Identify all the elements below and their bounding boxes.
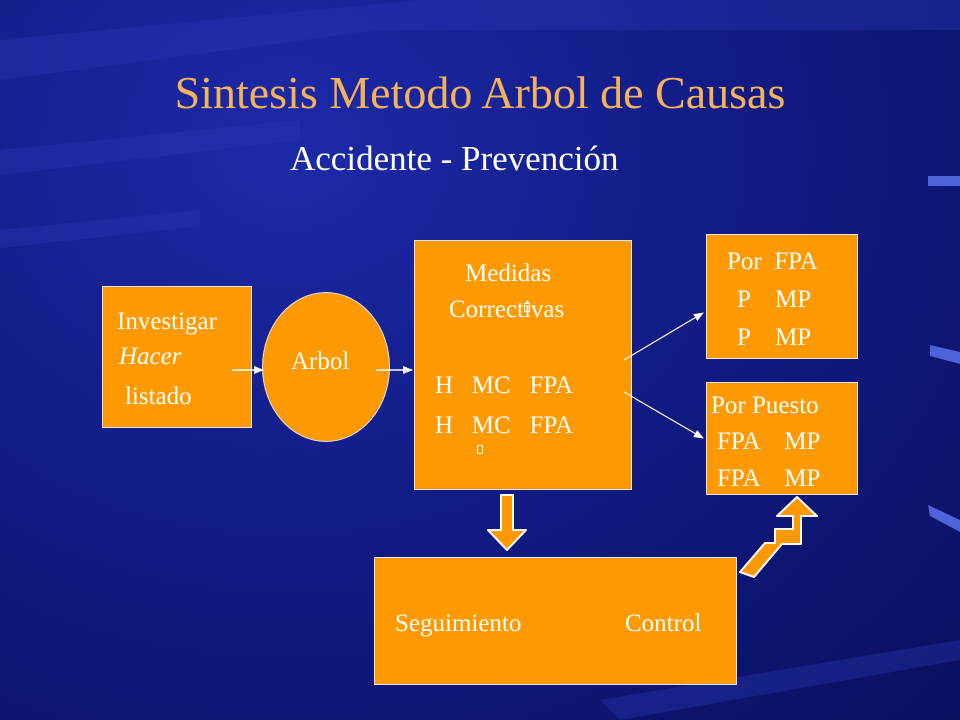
investigar-box: Investigar Hacer listado bbox=[102, 286, 252, 428]
por-puesto-row-2: FPA MP bbox=[717, 465, 821, 492]
por-fpa-box: Por FPA P MP P MP bbox=[706, 234, 858, 359]
slide-subtitle: Accidente - Prevención bbox=[290, 139, 619, 178]
medidas-row-2: H MC FPA bbox=[435, 412, 574, 439]
por-fpa-title: Por FPA bbox=[727, 248, 818, 275]
slide-title: Sintesis Metodo Arbol de Causas bbox=[174, 67, 786, 118]
medidas-label: Medidas bbox=[465, 260, 552, 287]
medidas-correctivas-box: Medidas Correctivas H MC FPA H MC FPA bbox=[414, 240, 632, 490]
marker-square bbox=[477, 445, 483, 454]
seguimiento-control-box: Seguimiento Control bbox=[374, 557, 737, 685]
hacer-label: Hacer bbox=[119, 343, 182, 370]
por-puesto-title: Por Puesto bbox=[711, 392, 819, 419]
investigar-label: Investigar bbox=[117, 308, 217, 335]
por-fpa-row-1: P MP bbox=[737, 286, 812, 313]
seguimiento-label: Seguimiento bbox=[395, 610, 522, 637]
medidas-row-1: H MC FPA bbox=[435, 372, 574, 399]
control-label: Control bbox=[625, 610, 702, 637]
por-puesto-box: Por Puesto FPA MP FPA MP bbox=[706, 382, 858, 495]
arbol-node: Arbol bbox=[262, 292, 390, 442]
por-fpa-row-2: P MP bbox=[737, 324, 812, 351]
marker-square bbox=[524, 303, 530, 312]
arbol-label: Arbol bbox=[291, 348, 350, 375]
listado-label: listado bbox=[125, 383, 192, 410]
correctivas-label: Correctivas bbox=[449, 296, 565, 323]
por-puesto-row-1: FPA MP bbox=[717, 428, 821, 455]
